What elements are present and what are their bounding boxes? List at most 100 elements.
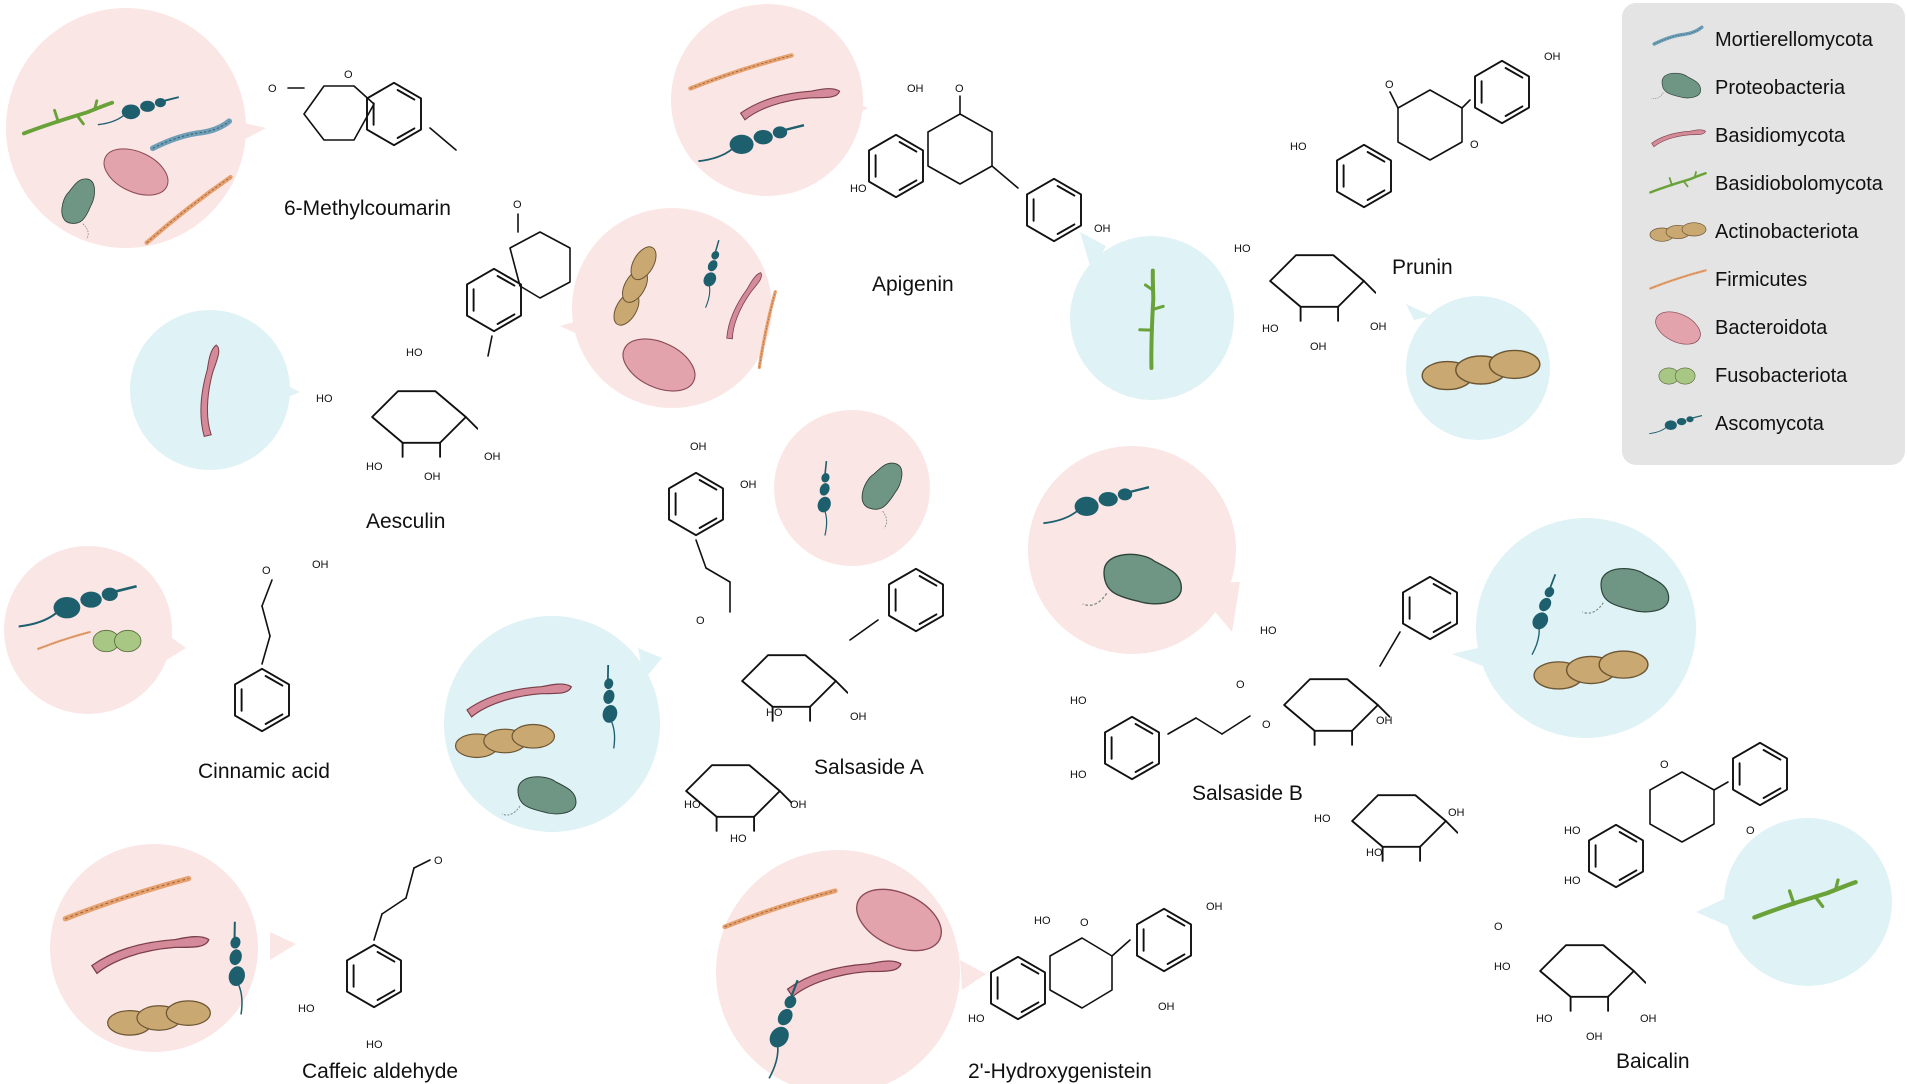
svg-text:OH: OH xyxy=(1370,321,1387,333)
svg-text:OH: OH xyxy=(850,711,867,723)
structure-apigenin: O OH HO OH xyxy=(850,83,1111,243)
svg-text:O: O xyxy=(262,565,271,577)
svg-text:OH: OH xyxy=(1206,901,1223,913)
label-2-hydroxygenistein: 2'-Hydroxygenistein xyxy=(968,1060,1152,1083)
bubble-aesculin-left xyxy=(130,310,300,470)
legend-item-proteobacteria: Proteobacteria xyxy=(1650,72,1846,100)
svg-text:HO: HO xyxy=(366,1039,383,1051)
svg-text:O: O xyxy=(1236,679,1245,691)
svg-text:HO: HO xyxy=(1564,875,1581,887)
svg-text:Actinobacteriota: Actinobacteriota xyxy=(1715,221,1859,243)
svg-text:O: O xyxy=(955,83,964,95)
svg-text:O: O xyxy=(1080,917,1089,929)
svg-text:HO: HO xyxy=(1070,769,1087,781)
label-baicalin: Baicalin xyxy=(1616,1050,1690,1073)
compound-2-hydroxygenistein: HO O HO OH OH 2'-Hydroxygenistein xyxy=(716,850,1223,1084)
label-salsaside-b: Salsaside B xyxy=(1192,782,1303,805)
svg-text:Ascomycota: Ascomycota xyxy=(1715,413,1825,435)
legend-item-basidiomycota: Basidiomycota xyxy=(1651,125,1846,148)
structure-baicalin: O O HO HO O HO HO OH OH xyxy=(1494,741,1788,1043)
svg-text:HO: HO xyxy=(850,183,867,195)
svg-text:HO: HO xyxy=(298,1003,315,1015)
svg-text:OH: OH xyxy=(424,471,441,483)
svg-text:HO: HO xyxy=(1070,695,1087,707)
svg-text:HO: HO xyxy=(684,799,701,811)
structure-prunin: O O OH HO HO HO OH OH xyxy=(1234,51,1561,353)
bubble-apigenin-top xyxy=(671,4,868,196)
bubble-apigenin-bottom xyxy=(1070,232,1234,400)
bubble-salsaside-a-left xyxy=(444,616,662,832)
label-aesculin: Aesculin xyxy=(366,510,445,533)
compound-apigenin: O OH HO OH Apigenin xyxy=(671,4,1234,400)
bubble-cinnamic-acid xyxy=(4,546,186,714)
legend-item-actinobacteriota: Actinobacteriota xyxy=(1649,221,1859,243)
svg-text:OH: OH xyxy=(484,451,501,463)
compound-prunin: O O OH HO HO HO OH OH Prunin xyxy=(1234,51,1561,440)
label-cinnamic-acid: Cinnamic acid xyxy=(198,760,330,783)
compound-6-methylcoumarin: O O 6-Methylcoumarin xyxy=(6,8,457,248)
compound-aesculin: O HO HO HO OH OH Aesculin xyxy=(130,199,796,533)
svg-text:Bacteroidota: Bacteroidota xyxy=(1715,317,1828,339)
bubble-aesculin-right xyxy=(560,208,796,408)
bubble-caffeic-aldehyde xyxy=(50,844,296,1052)
svg-text:Basidiobolomycota: Basidiobolomycota xyxy=(1715,173,1884,195)
bubble-2-hydroxygenistein xyxy=(716,850,986,1084)
svg-text:HO: HO xyxy=(316,393,333,405)
svg-text:Mortierellomycota: Mortierellomycota xyxy=(1715,29,1874,51)
label-apigenin: Apigenin xyxy=(872,273,954,296)
svg-text:OH: OH xyxy=(907,83,924,95)
svg-text:O: O xyxy=(513,199,522,211)
svg-text:HO: HO xyxy=(1564,825,1581,837)
svg-text:HO: HO xyxy=(968,1013,985,1025)
bubble-6-methylcoumarin xyxy=(6,8,266,248)
legend-item-firmicutes: Firmicutes xyxy=(1648,268,1807,291)
legend-item-fusobacteriota: Fusobacteriota xyxy=(1658,365,1848,387)
structure-salsaside-b: HO HO O O HO HO HO OH OH xyxy=(1070,575,1465,862)
label-prunin: Prunin xyxy=(1392,256,1453,279)
svg-text:Basidiomycota: Basidiomycota xyxy=(1715,125,1846,147)
svg-text:Proteobacteria: Proteobacteria xyxy=(1715,77,1846,99)
svg-text:O: O xyxy=(434,855,443,867)
svg-text:HO: HO xyxy=(1494,961,1511,973)
svg-text:O: O xyxy=(1385,79,1394,91)
svg-text:OH: OH xyxy=(1310,341,1327,353)
structure-6-methylcoumarin: O O xyxy=(268,69,457,151)
compound-caffeic-aldehyde: O HO HO Caffeic aldehyde xyxy=(50,844,458,1083)
bubble-salsaside-b-left xyxy=(1028,446,1240,654)
svg-text:HO: HO xyxy=(1290,141,1307,153)
bubble-prunin xyxy=(1406,296,1550,440)
svg-text:OH: OH xyxy=(1158,1001,1175,1013)
svg-text:O: O xyxy=(1746,825,1755,837)
svg-text:HO: HO xyxy=(766,707,783,719)
compound-salsaside-b: HO HO O O HO HO HO OH OH Salsaside B xyxy=(1028,446,1696,862)
svg-text:HO: HO xyxy=(1314,813,1331,825)
bubble-baicalin xyxy=(1696,818,1892,986)
legend-item-basidiobolomycota: Basidiobolomycota xyxy=(1648,170,1884,195)
svg-text:O: O xyxy=(268,83,277,95)
legend: Mortierellomycota Proteobacteria Basidio… xyxy=(1622,3,1905,465)
structure-aesculin: O HO HO HO OH OH xyxy=(316,199,571,483)
legend-item-mortierellomycota: Mortierellomycota xyxy=(1654,27,1874,51)
structure-salsaside-a: OH OH O HO HO OH HO OH xyxy=(668,441,944,845)
svg-text:O: O xyxy=(344,69,353,81)
svg-text:OH: OH xyxy=(1586,1031,1603,1043)
svg-text:OH: OH xyxy=(690,441,707,453)
svg-text:HO: HO xyxy=(730,833,747,845)
structure-2-hydroxygenistein: HO O HO OH OH xyxy=(968,901,1223,1025)
svg-text:HO: HO xyxy=(1234,243,1251,255)
legend-item-ascomycota: Ascomycota xyxy=(1648,413,1825,435)
svg-text:O: O xyxy=(1494,921,1503,933)
svg-text:HO: HO xyxy=(406,347,423,359)
svg-text:Fusobacteriota: Fusobacteriota xyxy=(1715,365,1848,387)
svg-text:O: O xyxy=(696,615,705,627)
svg-text:HO: HO xyxy=(366,461,383,473)
compound-salsaside-a: OH OH O HO HO OH HO OH Salsaside A xyxy=(444,410,944,845)
label-salsaside-a: Salsaside A xyxy=(814,756,924,779)
svg-text:O: O xyxy=(1470,139,1479,151)
svg-text:HO: HO xyxy=(1366,847,1383,859)
legend-item-bacteroidota: Bacteroidota xyxy=(1650,306,1828,350)
svg-text:OH: OH xyxy=(740,479,757,491)
svg-text:OH: OH xyxy=(1640,1013,1657,1025)
